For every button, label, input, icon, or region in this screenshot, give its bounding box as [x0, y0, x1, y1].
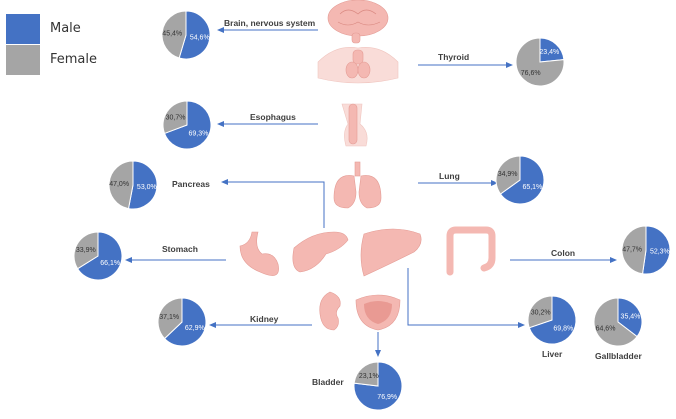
pie-slice-thyroid-female — [515, 37, 565, 87]
pie-label-esophagus-male: 69,3% — [189, 130, 209, 137]
stomach-icon — [239, 231, 279, 276]
label-kidney: Kidney — [250, 314, 279, 324]
pie-slice-pancreas-female — [108, 160, 134, 210]
label-pancreas: Pancreas — [172, 179, 210, 189]
pie-label-brain-male: 54,6% — [190, 35, 210, 42]
pie-label-colon-male: 52,3% — [650, 249, 670, 256]
liver-icon — [360, 228, 422, 277]
pie-label-lung-female: 34,9% — [498, 171, 518, 178]
pie-label-brain-female: 45,4% — [162, 31, 182, 38]
pie-label-kidney-male: 62,9% — [185, 325, 205, 332]
pie-slice-esophagus-female — [162, 100, 188, 135]
pie-label-stomach-male: 66,1% — [100, 260, 120, 267]
legend-label-female: Female — [50, 52, 98, 67]
kidney-icon — [319, 291, 341, 331]
pie-label-colon-female: 47,7% — [622, 247, 642, 254]
pie-label-bladder-female: 23,1% — [359, 373, 379, 380]
legend-swatch-female — [6, 45, 40, 75]
label-brain: Brain, nervous system — [224, 18, 316, 28]
pie-label-gallbladder-female: 64,6% — [596, 326, 616, 333]
label-bladder: Bladder — [312, 377, 344, 387]
colon-icon — [446, 226, 496, 276]
bladder-icon — [355, 294, 401, 331]
pie-slice-brain-female — [161, 10, 187, 59]
pie-label-liver-male: 69,8% — [553, 326, 573, 333]
pie-label-bladder-male: 76,9% — [377, 394, 397, 401]
pie-label-thyroid-female: 76,6% — [521, 70, 541, 77]
pancreas-arrow — [221, 179, 325, 228]
pie-slice-colon-male — [641, 225, 671, 275]
pie-slice-kidney-male — [163, 297, 207, 347]
pie-label-lung-male: 65,1% — [522, 184, 542, 191]
label-esophagus: Esophagus — [250, 112, 296, 122]
lungs-icon — [333, 161, 382, 209]
label-thyroid: Thyroid — [438, 52, 470, 62]
legend-swatch-male — [6, 14, 40, 44]
pie-label-thyroid-male: 23,4% — [539, 49, 559, 56]
pie-slice-liver-female — [527, 295, 553, 329]
label-stomach: Stomach — [162, 244, 198, 254]
liver-arrow — [407, 268, 525, 328]
legend-label-male: Male — [50, 21, 81, 36]
pie-label-pancreas-male: 53,0% — [137, 184, 157, 191]
pie-slice-colon-female — [621, 225, 647, 275]
pie-slice-esophagus-male — [163, 100, 212, 150]
esophagus-icon — [341, 103, 368, 147]
pie-slice-gallbladder-female — [593, 297, 638, 347]
pie-slice-stomach-female — [73, 231, 99, 270]
pie-slice-bladder-female — [353, 361, 379, 387]
pie-label-pancreas-female: 47,0% — [109, 181, 129, 188]
pancreas-icon — [292, 231, 349, 273]
pie-slice-lung-male — [499, 155, 545, 205]
pie-slice-stomach-male — [76, 231, 123, 281]
pie-slice-lung-female — [495, 155, 521, 195]
pie-slice-liver-male — [528, 295, 577, 345]
pie-slice-brain-male — [178, 10, 211, 60]
label-colon: Colon — [551, 248, 576, 258]
pie-label-kidney-female: 37,1% — [159, 314, 179, 321]
label-liver: Liver — [542, 349, 563, 359]
pie-slice-bladder-male — [353, 361, 403, 411]
pie-slice-pancreas-male — [127, 160, 158, 210]
pie-label-gallbladder-male: 35,4% — [621, 313, 641, 320]
label-gallbladder: Gallbladder — [595, 351, 642, 361]
pie-label-liver-female: 30,2% — [531, 309, 551, 316]
pie-slice-gallbladder-male — [617, 297, 643, 338]
pie-slice-kidney-female — [157, 297, 183, 340]
pie-label-stomach-female: 33,9% — [76, 247, 96, 254]
brain-icon — [327, 0, 389, 44]
label-lung: Lung — [439, 171, 460, 181]
thyroid-icon — [317, 47, 399, 84]
pie-label-esophagus-female: 30,7% — [166, 115, 186, 122]
pie-slice-thyroid-male — [539, 37, 565, 63]
